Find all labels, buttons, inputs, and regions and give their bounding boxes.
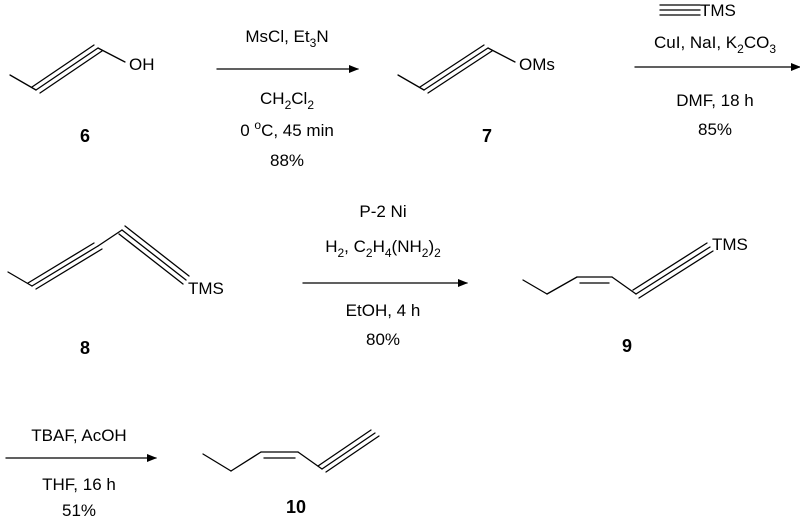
step-3-conditions-below: EtOH, 4 h 80% xyxy=(346,301,421,349)
step-4-conditions-below: THF, 16 h 51% xyxy=(42,475,116,520)
reagent-group: TMS xyxy=(700,1,736,20)
step-3-below-line-1: EtOH, 4 h xyxy=(346,301,421,320)
step-4-below-line-2: 51% xyxy=(62,501,96,520)
step-1-below-line-2: 0 oC, 45 min xyxy=(240,118,334,140)
compound-8-group: TMS xyxy=(188,279,224,298)
step-1-below-line-1: CH2Cl2 xyxy=(260,89,314,112)
tms-acetylene-reagent: TMS xyxy=(659,1,736,20)
step-4-below-line-1: THF, 16 h xyxy=(42,475,116,494)
step-2-conditions-above: CuI, NaI, K2CO3 xyxy=(654,33,776,56)
compound-7-number: 7 xyxy=(482,126,492,146)
step-4-conditions-above: TBAF, AcOH xyxy=(31,426,126,445)
step-3-conditions-above: P-2 Ni H2, C2H4(NH2)2 xyxy=(325,202,441,260)
step-1-conditions-above: MsCl, Et3N xyxy=(245,27,328,50)
step-2-above-line-1: CuI, NaI, K2CO3 xyxy=(654,33,776,56)
compound-6-group: OH xyxy=(129,55,155,74)
compound-8-structure: TMS xyxy=(7,225,224,298)
compound-6-structure: OH xyxy=(9,44,155,94)
step-2-below-line-2: 85% xyxy=(698,120,732,139)
compound-9-group: TMS xyxy=(712,235,748,254)
step-2-below-line-1: DMF, 18 h xyxy=(676,91,753,110)
step-3-above-line-2: H2, C2H4(NH2)2 xyxy=(325,237,441,260)
compound-10-number: 10 xyxy=(286,497,306,517)
compound-10-structure xyxy=(202,429,380,473)
step-3-above-line-1: P-2 Ni xyxy=(359,202,406,221)
step-1-conditions-below: CH2Cl2 0 oC, 45 min 88% xyxy=(240,89,334,170)
compound-7-structure: OMs xyxy=(397,44,555,94)
compound-6-number: 6 xyxy=(80,126,90,146)
step-2-conditions-below: DMF, 18 h 85% xyxy=(676,91,753,139)
step-1-below-line-3: 88% xyxy=(270,151,304,170)
step-3-below-line-2: 80% xyxy=(366,330,400,349)
compound-8-number: 8 xyxy=(80,338,90,358)
step-4-above-line-1: TBAF, AcOH xyxy=(31,426,126,445)
compound-9-number: 9 xyxy=(622,336,632,356)
step-1-above-line-1: MsCl, Et3N xyxy=(245,27,328,50)
compound-9-structure: TMS xyxy=(522,235,748,299)
compound-7-group: OMs xyxy=(519,55,555,74)
